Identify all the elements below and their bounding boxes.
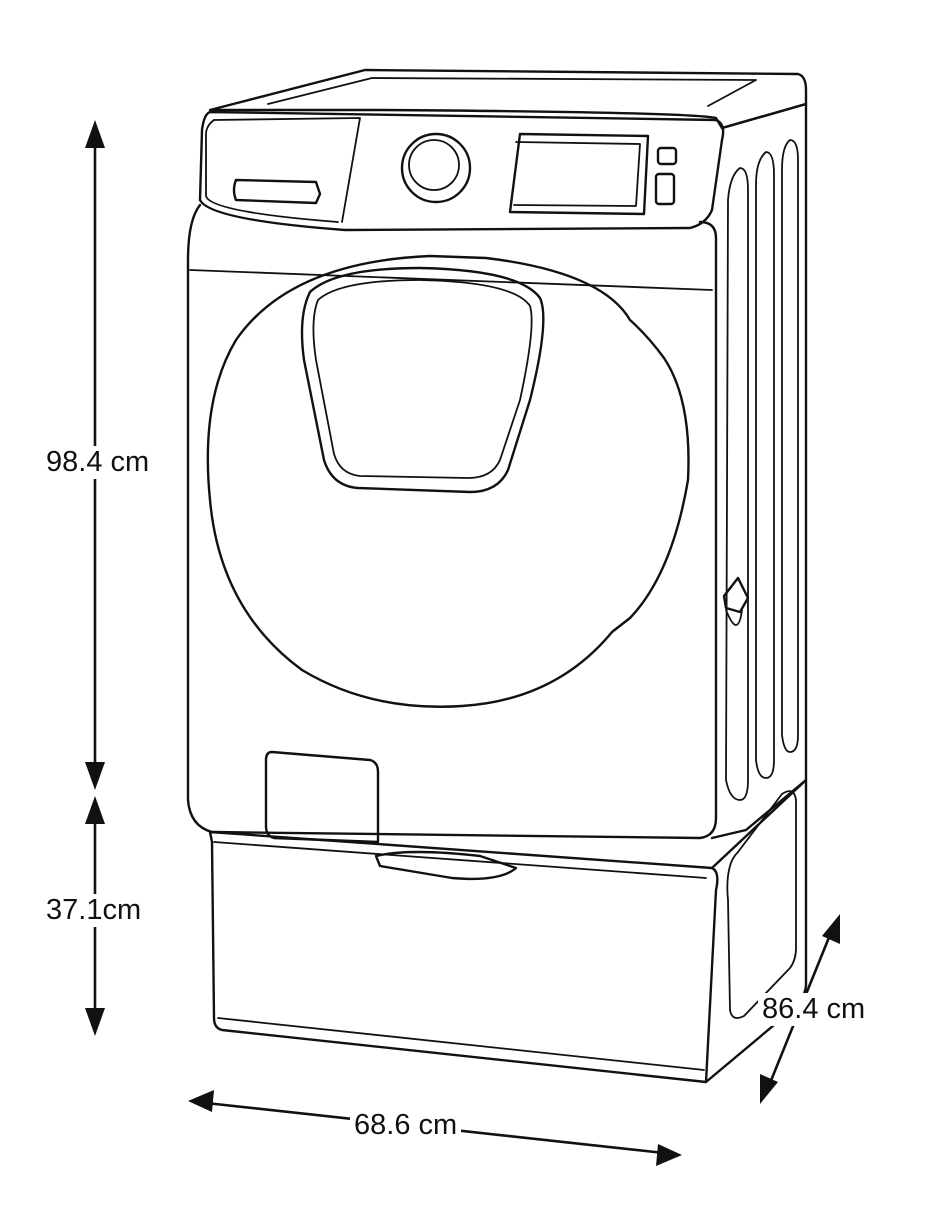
pedestal-side bbox=[704, 778, 808, 1084]
washer-height-arrow-top bbox=[85, 120, 105, 148]
pedestal-height-label: 37.1cm bbox=[42, 894, 146, 927]
pedestal-height-arrow-top bbox=[85, 796, 105, 824]
washer-door bbox=[206, 254, 690, 708]
addwash-window bbox=[300, 266, 545, 494]
width-label: 68.6 cm bbox=[350, 1109, 462, 1142]
depth-arrow-top bbox=[822, 914, 840, 944]
pedestal-height-arrow-bottom bbox=[85, 1008, 105, 1036]
width-arrow-left bbox=[188, 1090, 214, 1112]
washer-top bbox=[208, 68, 808, 130]
pedestal-unit bbox=[208, 778, 808, 1084]
width-arrow-right bbox=[656, 1144, 682, 1166]
washer-front bbox=[186, 203, 718, 840]
detergent-drawer-handle bbox=[232, 178, 322, 205]
service-panel bbox=[264, 750, 380, 844]
pedestal-drawer-handle bbox=[374, 850, 518, 881]
button-bottom bbox=[654, 172, 676, 206]
button-top bbox=[656, 146, 678, 166]
side-latch bbox=[722, 576, 750, 614]
depth-label: 86.4 cm bbox=[758, 993, 870, 1026]
display-screen bbox=[508, 132, 650, 216]
pedestal-front bbox=[208, 830, 719, 1084]
cycle-dial bbox=[400, 132, 472, 204]
washer-height-label: 98.4 cm bbox=[42, 446, 154, 479]
control-panel bbox=[198, 110, 725, 232]
washer-unit bbox=[186, 68, 808, 844]
washer-height-arrow-bottom bbox=[85, 762, 105, 790]
depth-arrow-bottom bbox=[760, 1074, 778, 1104]
